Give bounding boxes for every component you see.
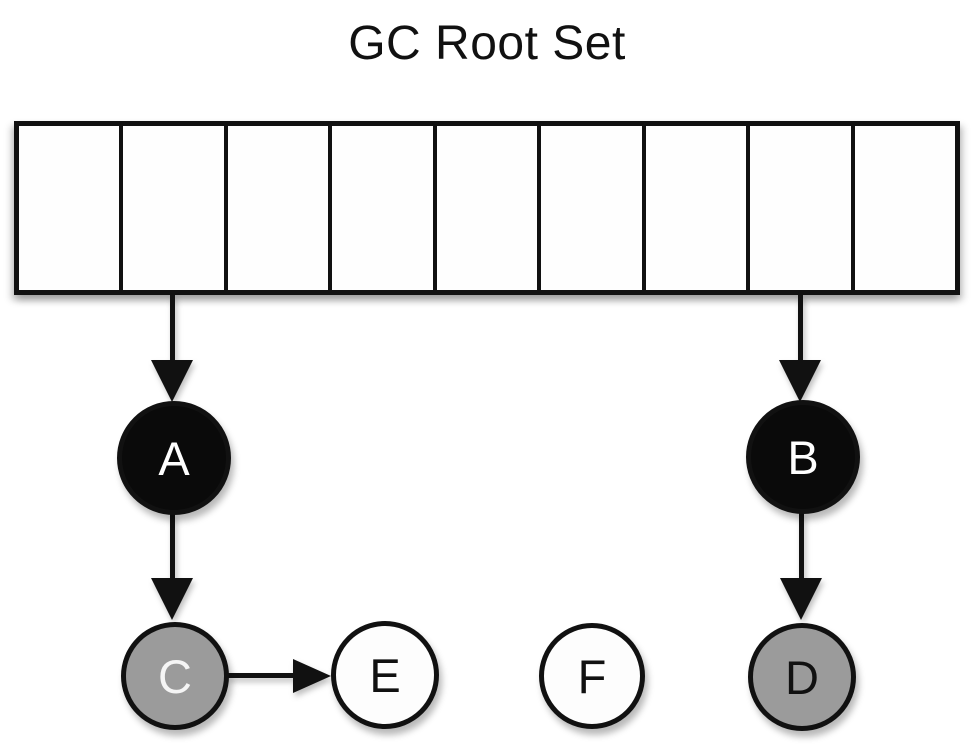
node-a: A [117,401,231,515]
root-array-cell-5 [436,126,542,290]
arrowhead-down-icon [151,360,193,402]
arrowhead-right-icon [293,659,331,693]
root-array-cell-4 [332,126,437,290]
root-array-cell-2 [123,126,228,290]
gc-root-array [14,121,960,295]
node-b-label: B [787,430,819,484]
root-array-cell-8 [750,126,855,290]
root-array-cell-3 [227,126,333,290]
edge-line [170,513,175,581]
node-f-label: F [577,649,607,703]
root-array-cell-9 [854,126,955,290]
root-array-cell-7 [645,126,751,290]
root-array-cell-1 [19,126,124,290]
arrowhead-down-icon [779,360,821,402]
edge-line [227,673,295,678]
node-e-label: E [369,648,401,702]
edge-line [798,295,803,365]
diagram-title: GC Root Set [348,17,626,70]
node-c: C [121,622,229,730]
edge-line [799,512,804,580]
node-c-label: C [158,649,192,703]
node-a-label: A [158,431,190,485]
arrowhead-down-icon [780,578,822,620]
node-e: E [331,621,439,729]
edge-line [170,295,175,365]
arrowhead-down-icon [151,578,193,620]
root-array-cell-6 [541,126,646,290]
node-f: F [539,623,645,729]
node-b: B [746,400,860,514]
node-d: D [748,623,856,731]
node-d-label: D [785,650,819,704]
